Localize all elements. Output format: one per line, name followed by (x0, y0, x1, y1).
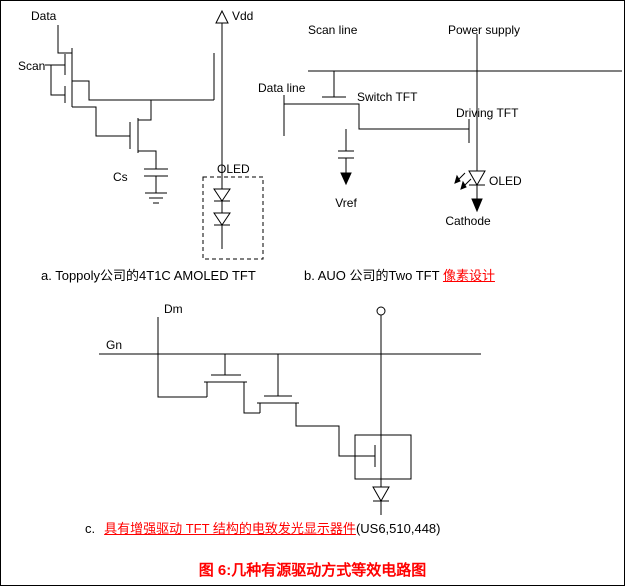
circuit-b-schematic: Scan line Power supply Data line Switch … (258, 23, 622, 228)
label-oled-b: OLED (489, 174, 522, 188)
storage-capacitor-symbol (144, 168, 168, 177)
diode-icon-c (372, 486, 390, 503)
label-data: Data (31, 9, 57, 23)
label-driving-tft: Driving TFT (456, 106, 519, 120)
oled-diode-1-icon (213, 188, 231, 202)
oled-emission-arrowhead-1 (454, 174, 461, 184)
driving-tft-symbol (213, 48, 223, 100)
label-power-supply: Power supply (448, 23, 520, 37)
caption-c-patent-number: (US6,510,448) (355, 521, 441, 536)
storage-capacitor-symbol-b (338, 150, 354, 159)
caption-a-text: a. Toppoly公司的4T1C AMOLED TFT (41, 268, 256, 283)
label-scan: Scan (18, 59, 45, 73)
oled-dashed-box (202, 176, 264, 260)
switch-tft-symbol-b (317, 96, 351, 105)
tft-b-symbol (257, 395, 299, 404)
figure-caption: 图 6:几种有源驱动方式等效电路图 (198, 562, 427, 579)
circuit-a-wires (45, 23, 223, 193)
label-vref: Vref (335, 196, 357, 210)
oled-emission-arrowhead-2 (460, 180, 467, 190)
ground-symbol (145, 192, 167, 204)
circuit-b-wires (283, 34, 622, 199)
label-switch-tft: Switch TFT (357, 90, 418, 104)
caption-b-highlight-text: 像素设计 (442, 268, 495, 283)
vdd-terminal-icon (215, 9, 229, 24)
circuit-c-wires (99, 315, 481, 515)
label-cs: Cs (113, 170, 128, 184)
caption-circuit-a: a. Toppoly公司的4T1C AMOLED TFT (41, 265, 256, 284)
circuit-c-schematic: Dm Gn (99, 302, 481, 515)
label-gn: Gn (106, 338, 122, 352)
oled-diode-2-icon (213, 212, 231, 226)
caption-circuit-b: b. AUO 公司的Two TFT 像素设计 (304, 265, 495, 284)
label-scan-line: Scan line (308, 23, 358, 37)
enhanced-tft-box (354, 434, 412, 480)
switch-tft-symbols (64, 48, 73, 107)
compensation-tft-symbol (129, 118, 139, 153)
tft-a-symbol (204, 374, 247, 383)
oled-internal-wires (214, 177, 230, 249)
label-cathode: Cathode (445, 214, 491, 228)
caption-circuit-c: c. 具有增强驱动 TFT 结构的电致发光显示器件(US6,510,448) (85, 518, 441, 537)
caption-b-black-text: b. AUO 公司的Two TFT (304, 268, 443, 283)
vref-arrow-icon (340, 172, 352, 186)
label-vdd: Vdd (232, 9, 253, 23)
driving-tft-symbol-b (468, 113, 478, 147)
output-terminal-circle (376, 306, 386, 316)
label-dm: Dm (164, 302, 183, 316)
label-oled-a: OLED (217, 162, 250, 176)
caption-c-letter: c. (85, 521, 96, 536)
caption-c-highlight-text: 具有增强驱动 TFT 结构的电致发光显示器件 (104, 521, 356, 536)
label-data-line: Data line (258, 81, 306, 95)
oled-diode-icon-b (468, 170, 486, 187)
cathode-arrow-icon (471, 198, 483, 213)
circuit-a-schematic: Data Scan Vdd Cs OLED (18, 9, 264, 260)
